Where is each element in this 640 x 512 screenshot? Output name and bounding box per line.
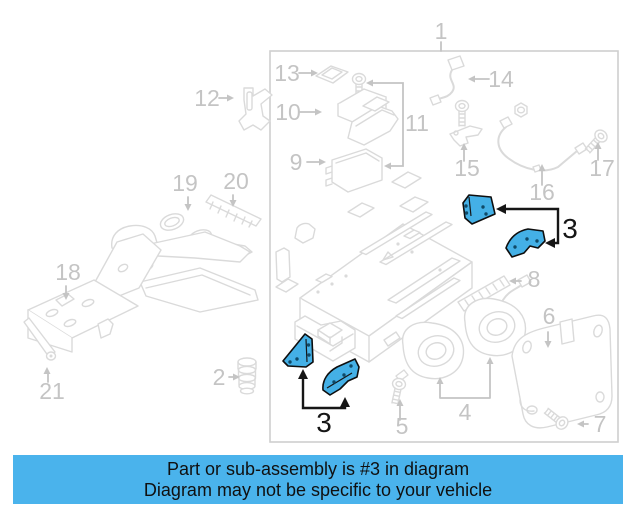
part-15-sensor [449, 125, 483, 147]
svg-text:2: 2 [213, 364, 226, 390]
label-part-5: 5 [396, 399, 409, 439]
callout-3-lower: 3 [298, 369, 350, 438]
svg-text:5: 5 [396, 413, 409, 439]
part-16-cable [497, 116, 588, 173]
bolt-near-14 [454, 99, 470, 127]
highlight-part-number: 3 [316, 407, 332, 438]
highlight-part-number: 3 [562, 213, 578, 244]
svg-text:19: 19 [172, 170, 198, 196]
svg-text:6: 6 [543, 303, 556, 329]
label-part-20: 20 [223, 168, 249, 207]
part-5-bolt [387, 376, 408, 406]
label-part-10: 10 [275, 99, 322, 125]
banner-background [13, 455, 623, 504]
label-part-14: 14 [468, 66, 514, 92]
gasket-plate-e [275, 278, 299, 293]
part-number-1: 1 [435, 18, 448, 44]
label-part-13: 13 [274, 60, 318, 86]
label-part-6: 6 [543, 303, 556, 348]
part-21-rail [23, 317, 57, 361]
label-part-18: 18 [55, 259, 81, 300]
label-part-11: 11 [366, 79, 429, 170]
part-14-connector [429, 55, 465, 106]
assembly-boundary-box [269, 50, 619, 443]
part-4-blower-right [463, 274, 532, 357]
part-18-frame-duct [27, 224, 259, 353]
label-part-7: 7 [577, 411, 606, 437]
part-20-seal-strip [205, 194, 262, 228]
banner-line2: Diagram may not be specific to your vehi… [144, 480, 492, 500]
label-part-21: 21 [39, 367, 65, 404]
svg-text:8: 8 [528, 266, 541, 292]
part-10-tray [337, 88, 399, 146]
gasket-plate-b [391, 171, 422, 189]
callout-3-upper: 3 [496, 204, 578, 248]
gasket-plate-d [347, 202, 375, 218]
svg-text:15: 15 [454, 155, 480, 181]
highlight-bracket-lower-right [322, 358, 360, 396]
label-part-12: 12 [194, 85, 234, 111]
side-bracket [275, 247, 291, 283]
part-6-cover [511, 314, 613, 429]
part-8-seal-strip [457, 275, 511, 312]
label-part-1: 1 [435, 18, 448, 52]
part-13-plate [315, 65, 349, 84]
label-part-19: 19 [172, 170, 198, 211]
label-part-16: 16 [529, 164, 555, 205]
svg-text:4: 4 [459, 399, 472, 425]
label-part-4: 4 [436, 357, 494, 425]
svg-text:11: 11 [405, 110, 429, 136]
svg-text:12: 12 [194, 85, 220, 111]
gasket-plate-a [362, 96, 390, 112]
svg-text:21: 21 [39, 378, 65, 404]
part-2-bump-stop [237, 357, 257, 395]
svg-text:20: 20 [223, 168, 249, 194]
highlight-bracket-upper-right [505, 228, 546, 258]
svg-text:17: 17 [589, 155, 615, 181]
banner: Part or sub-assembly is #3 in diagram Di… [13, 455, 623, 504]
highlight-bracket-lower-left [282, 333, 314, 368]
label-part-17: 17 [589, 142, 615, 181]
part-4-blower-left [383, 321, 465, 382]
svg-text:13: 13 [274, 60, 300, 86]
cushion-block [294, 222, 316, 244]
svg-text:9: 9 [290, 149, 303, 175]
svg-text:18: 18 [55, 259, 81, 285]
label-part-8: 8 [509, 266, 540, 292]
part-9-control-unit [325, 148, 383, 193]
highlight-bracket-upper-left [462, 194, 496, 225]
part-17-bolt [582, 126, 611, 156]
nut [514, 102, 528, 118]
label-part-2: 2 [213, 364, 240, 390]
svg-text:7: 7 [594, 411, 607, 437]
svg-text:10: 10 [275, 99, 301, 125]
label-part-15: 15 [454, 143, 480, 181]
label-part-9: 9 [290, 149, 326, 175]
gasket-plate-c [399, 196, 429, 213]
part-12-bracket [238, 87, 273, 131]
svg-text:14: 14 [488, 66, 514, 92]
banner-line1: Part or sub-assembly is #3 in diagram [167, 459, 469, 479]
